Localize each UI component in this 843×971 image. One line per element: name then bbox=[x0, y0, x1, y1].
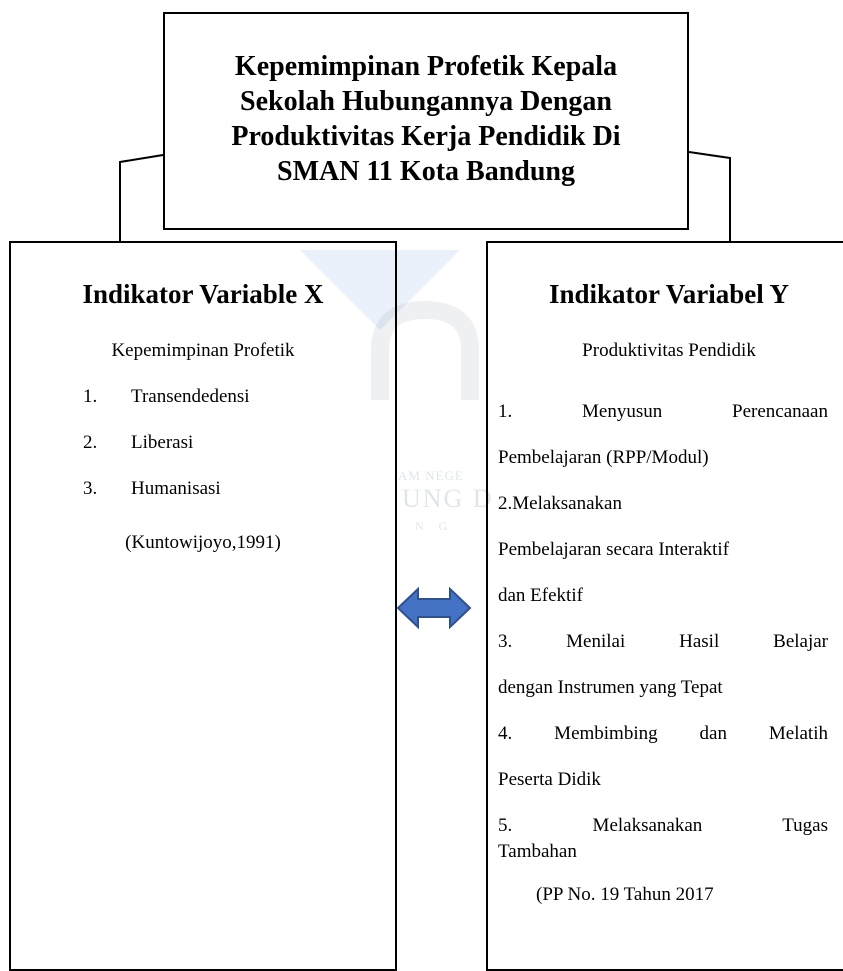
list-item: 2. Liberasi bbox=[11, 431, 395, 477]
left-connector bbox=[119, 154, 164, 241]
list-item-label: Liberasi bbox=[131, 432, 194, 453]
list-item-continuation: Peserta Didik bbox=[498, 769, 601, 790]
right-connector bbox=[688, 151, 731, 241]
list-item: 3. Menilai Hasil Belajar bbox=[498, 631, 828, 652]
double-arrow-icon bbox=[396, 586, 472, 630]
variable-x-box: Indikator Variable X Kepemimpinan Profet… bbox=[9, 241, 397, 971]
list-item-continuation: Pembelajaran (RPP/Modul) bbox=[498, 447, 709, 468]
variable-x-subtitle: Kepemimpinan Profetik bbox=[111, 340, 295, 361]
variable-x-heading: Indikator Variable X bbox=[82, 279, 324, 309]
list-item-number: 1. bbox=[83, 386, 98, 407]
list-item-continuation: Tambahan bbox=[498, 841, 577, 862]
list-item: 1. Transendedensi bbox=[11, 385, 395, 431]
variable-y-box: Indikator Variabel Y Produktivitas Pendi… bbox=[486, 241, 843, 971]
list-item-continuation: dengan Instrumen yang Tepat bbox=[498, 677, 723, 698]
title-box: Kepemimpinan Profetik Kepala Sekolah Hub… bbox=[163, 12, 689, 230]
list-item: 2.Melaksanakan bbox=[498, 493, 622, 514]
variable-y-source: (PP No. 19 Tahun 2017 bbox=[536, 884, 714, 905]
list-item-label: Humanisasi bbox=[131, 478, 221, 499]
list-item-continuation: Pembelajaran secara Interaktif bbox=[498, 539, 730, 560]
diagram-title: Kepemimpinan Profetik Kepala Sekolah Hub… bbox=[231, 51, 621, 187]
variable-y-heading: Indikator Variabel Y bbox=[548, 279, 790, 309]
list-item: 5. Melaksanakan Tugas bbox=[498, 815, 828, 836]
list-item: 3. Humanisasi bbox=[11, 477, 395, 523]
list-item: 4. Membimbing dan Melatih bbox=[498, 723, 828, 744]
list-item-continuation: dan Efektif bbox=[498, 585, 583, 606]
variable-y-list: 1. Menyusun Perencanaan Pembelajaran (RP… bbox=[488, 389, 843, 865]
list-item-label: Transendedensi bbox=[131, 386, 250, 407]
variable-y-subtitle: Produktivitas Pendidik bbox=[582, 340, 756, 361]
variable-x-source: (Kuntowijoyo,1991) bbox=[125, 532, 281, 553]
list-item: 1. Menyusun Perencanaan bbox=[498, 401, 828, 422]
variable-x-list: 1. Transendedensi 2. Liberasi 3. Humanis… bbox=[11, 385, 395, 523]
list-item-number: 2. bbox=[83, 432, 98, 453]
list-item-number: 3. bbox=[83, 478, 98, 499]
